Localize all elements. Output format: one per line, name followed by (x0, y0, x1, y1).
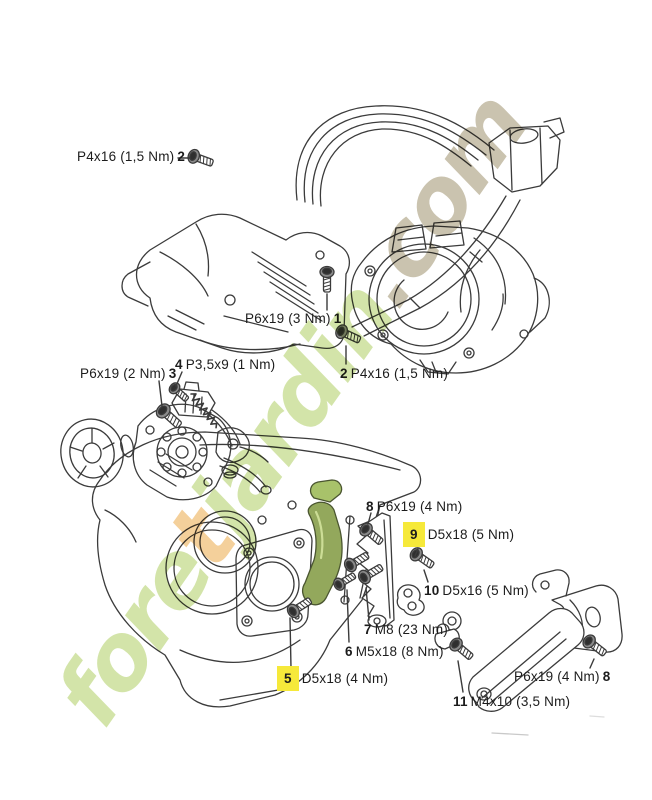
leader-lines (159, 158, 594, 692)
part-spec: D5x16 (5 Nm) (442, 583, 529, 598)
part-spec: P3,5x9 (1 Nm) (185, 357, 276, 372)
part-number: 8 (602, 669, 611, 684)
part-spec: M4x10 (3,5 Nm) (470, 694, 571, 709)
spring-icon (189, 392, 220, 429)
part-number: 11 (453, 694, 468, 709)
part-number: 6 (345, 644, 353, 659)
part-spec: P4x16 (1,5 Nm) (77, 149, 175, 164)
part-spec: P6x19 (4 Nm) (376, 499, 463, 514)
part-spec: D5x18 (4 Nm) (301, 671, 389, 686)
part-number: 2 (177, 149, 186, 164)
part-number: 8 (366, 499, 374, 514)
part-spec: P6x19 (3 Nm) (245, 311, 331, 326)
part-spec: P6x19 (4 Nm) (514, 669, 600, 684)
part-spec: P6x19 (2 Nm) (80, 366, 166, 381)
fan-housing (351, 221, 549, 374)
part-label-screw-2-top: P4x16 (1,5 Nm)2 (77, 149, 185, 164)
part-label-screw-8-right: P6x19 (4 Nm)8 (514, 669, 610, 684)
part-label-screw-3: P6x19 (2 Nm)3 (80, 366, 176, 381)
part-spec: P4x16 (1,5 Nm) (350, 366, 449, 381)
part-number: 7 (364, 622, 372, 637)
part-spec: M5x18 (8 Nm) (355, 644, 444, 659)
part-spec: D5x18 (5 Nm) (427, 527, 515, 542)
part-number: 10 (424, 583, 440, 598)
part-label-screw-1: P6x19 (3 Nm)1 (245, 311, 341, 326)
part-spec: M8 (23 Nm) (374, 622, 448, 637)
part-number: 3 (168, 366, 177, 381)
part-number: 9 (403, 522, 425, 547)
brake-hardware (152, 380, 250, 478)
part-number: 2 (340, 366, 348, 381)
chain-catcher (397, 585, 424, 615)
part-number: 5 (277, 666, 299, 691)
part-number: 4 (175, 357, 183, 372)
part-number: 1 (333, 311, 342, 326)
faint-marks (492, 716, 604, 735)
top-handle-assembly (122, 106, 564, 353)
